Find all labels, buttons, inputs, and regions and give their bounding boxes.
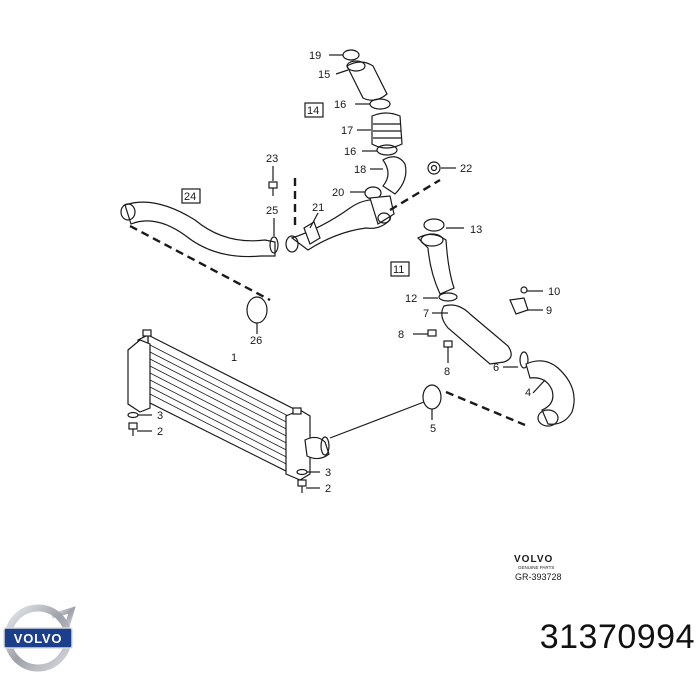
logo-text: VOLVO — [14, 631, 63, 646]
callout-19: 19 — [309, 50, 321, 62]
callout-17: 17 — [341, 125, 353, 137]
callout-23: 23 — [266, 153, 278, 165]
callout-20: 20 — [332, 187, 344, 199]
bolt-set-left — [127, 411, 152, 436]
callout-7: 7 — [423, 308, 429, 320]
callout-2b: 2 — [325, 483, 331, 495]
intercooler — [127, 329, 330, 481]
callout-3a: 3 — [157, 410, 163, 422]
callout-8b: 8 — [444, 366, 450, 378]
callout-5: 5 — [430, 423, 436, 435]
callout-14: 14 — [307, 105, 319, 117]
volvo-stamp: VOLVO GENUINE PARTS GR-393728 — [514, 554, 562, 582]
charge-air-hose-24 — [120, 201, 276, 302]
callout-11: 11 — [393, 264, 404, 276]
o-ring-26 — [246, 296, 268, 324]
callout-9: 9 — [546, 305, 552, 317]
callout-15: 15 — [318, 69, 330, 81]
callout-25: 25 — [266, 205, 278, 217]
callout-18: 18 — [354, 164, 366, 176]
callout-16a: 16 — [334, 99, 346, 111]
callout-12: 12 — [405, 293, 417, 305]
callout-6: 6 — [493, 362, 499, 374]
part-number: 31370994 — [539, 618, 695, 656]
callout-21: 21 — [312, 202, 324, 214]
callout-labels: 1 3 2 3 2 26 5 4 6 7 8 8 9 10 12 13 15 1… — [157, 50, 560, 495]
callout-3b: 3 — [325, 467, 331, 479]
o-ring-5 — [422, 384, 442, 410]
callout-8a: 8 — [398, 329, 404, 341]
callout-10: 10 — [548, 286, 560, 298]
stamp-brand: VOLVO — [514, 554, 553, 565]
stamp-subtitle: GENUINE PARTS — [518, 565, 554, 570]
bolt-set-right — [296, 468, 320, 493]
callout-4: 4 — [525, 387, 531, 399]
volvo-logo: VOLVO — [3, 604, 76, 672]
callout-1: 1 — [231, 352, 237, 364]
stamp-code: GR-393728 — [515, 572, 562, 582]
right-pipe-assembly — [413, 218, 575, 427]
callout-24: 24 — [184, 191, 196, 203]
clamp-25 — [269, 218, 279, 254]
boxed-callouts: 14 24 11 — [181, 102, 410, 277]
callout-2a: 2 — [157, 426, 163, 438]
grommet-22 — [427, 161, 456, 175]
callout-16b: 16 — [344, 146, 356, 158]
callout-22: 22 — [460, 163, 472, 175]
callout-26: 26 — [250, 335, 262, 347]
bolt-23 — [268, 166, 278, 196]
upper-pipe-assembly — [285, 49, 441, 253]
callout-13: 13 — [470, 224, 482, 236]
